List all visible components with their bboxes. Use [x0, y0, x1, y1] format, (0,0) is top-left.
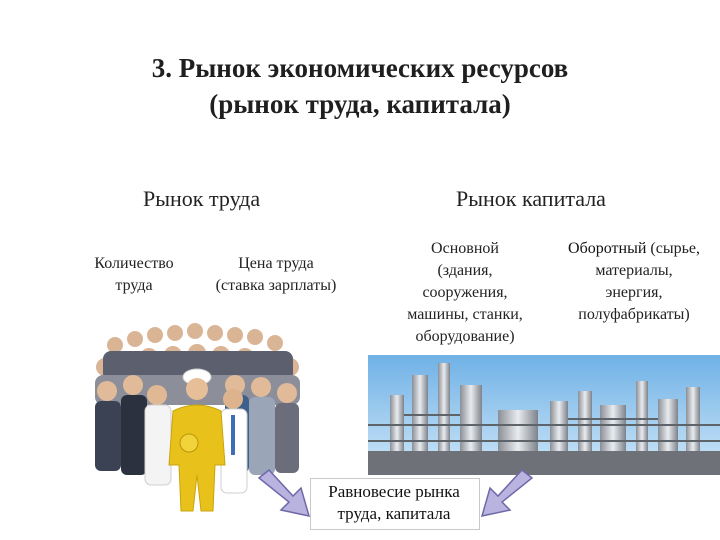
working-capital-line4: полуфабрикаты) [578, 306, 690, 323]
arrow-down-left-icon [480, 468, 534, 517]
crowd-front-people [144, 368, 248, 512]
working-capital-strong: Оборотный [568, 240, 647, 257]
crowd-back-rows [95, 323, 300, 405]
fixed-capital-line1: Основной [431, 240, 499, 257]
labor-price-line2: (ставка зарплаты) [215, 277, 337, 294]
fixed-capital-line4: машины, станки, [407, 306, 523, 323]
fixed-capital-label: Основной (здания, сооружения, машины, ст… [384, 238, 546, 348]
crowd-of-workers-illustration [95, 323, 300, 512]
labor-price-label: Цена труда (ставка зарплаты) [192, 253, 360, 297]
working-capital-line2: материалы, [595, 262, 673, 279]
slide-title: 3. Рынок экономических ресурсов (рынок т… [0, 50, 720, 122]
equilibrium-line1: Равновесие рынка [328, 482, 460, 501]
working-capital-line3: энергия, [605, 284, 663, 301]
labor-quantity-line1: Количество [94, 255, 174, 272]
capital-market-heading: Рынок капитала [456, 186, 606, 211]
fixed-capital-line2: (здания, [437, 262, 493, 279]
labor-market-heading: Рынок труда [143, 186, 261, 211]
working-capital-line1-rest: (сырье, [646, 240, 700, 257]
labor-quantity-line2: труда [115, 277, 153, 294]
slide-title-line1: 3. Рынок экономических ресурсов [151, 53, 569, 83]
arrow-down-right-icon [257, 468, 311, 517]
equilibrium-box [310, 478, 480, 530]
industrial-plant-illustration [368, 355, 720, 475]
working-capital-line1: Оборотный (сырье, [550, 238, 718, 260]
slide-title-line2: (рынок труда, капитала) [209, 89, 511, 119]
fixed-capital-line5: оборудование) [415, 328, 515, 345]
labor-price-line1: Цена труда [238, 255, 314, 272]
equilibrium-line2: труда, капитала [337, 504, 451, 523]
fixed-capital-line3: сооружения, [422, 284, 508, 301]
labor-quantity-label: Количество труда [78, 253, 190, 297]
working-capital-label: Оборотный (сырье, материалы, энергия, по… [550, 238, 718, 326]
equilibrium-label: Равновесие рынка труда, капитала [300, 481, 488, 525]
